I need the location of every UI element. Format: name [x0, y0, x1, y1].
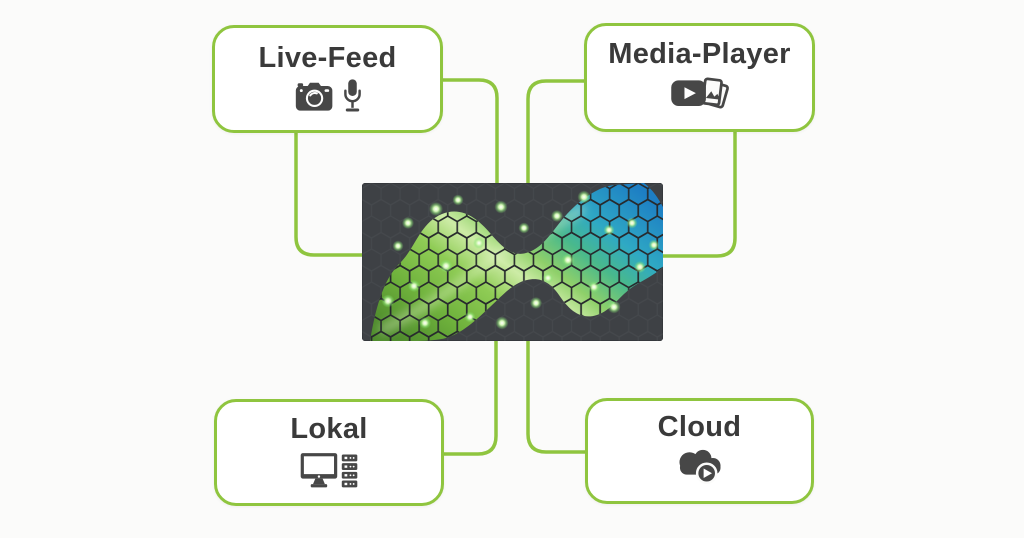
- node-cloud-label: Cloud: [657, 411, 742, 443]
- microphone-icon: [343, 79, 361, 112]
- node-media-player-icons: [669, 74, 731, 116]
- video-play-icon: [670, 79, 706, 106]
- connector-livefeed-display: [294, 130, 364, 257]
- node-live-feed-icons: [294, 78, 362, 114]
- node-lokal: Lokal: [214, 399, 444, 506]
- server-rack-icon: [341, 453, 358, 487]
- glow-dots: [381, 190, 660, 330]
- node-media-player: Media-Player: [584, 23, 815, 132]
- led-display-panel: [362, 183, 663, 341]
- node-live-feed: Live-Feed: [212, 25, 443, 133]
- node-cloud-icons: [672, 447, 728, 489]
- connector-livefeed-display-top: [441, 78, 499, 186]
- monitor-icon: [300, 452, 358, 487]
- connector-media-display-top: [526, 79, 587, 186]
- connector-display-lokal: [443, 338, 498, 456]
- cloud-play-icon: [678, 449, 721, 485]
- node-live-feed-label: Live-Feed: [258, 42, 397, 74]
- hexagon-wave-artwork: [362, 183, 663, 341]
- connector-media-display: [660, 130, 737, 258]
- connector-display-cloud: [526, 338, 587, 454]
- node-media-player-label: Media-Player: [608, 37, 791, 70]
- photo-stack-icon: [670, 76, 729, 108]
- node-cloud: Cloud: [585, 398, 814, 504]
- node-lokal-label: Lokal: [290, 412, 368, 445]
- camera-icon: [295, 82, 332, 111]
- node-lokal-icons: [298, 449, 360, 491]
